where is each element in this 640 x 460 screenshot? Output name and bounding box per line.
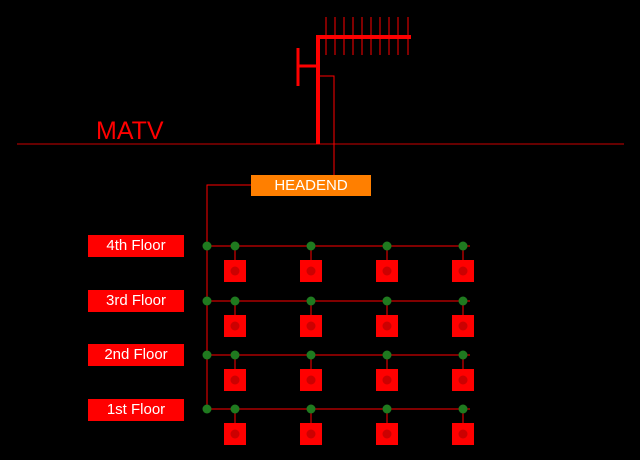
tap-node-icon — [382, 296, 392, 306]
outlet-dot — [382, 321, 392, 331]
tap-node-icon — [306, 296, 316, 306]
tap-node-icon — [458, 241, 468, 251]
tap-node-icon — [230, 404, 240, 414]
outlet-dot — [306, 429, 316, 439]
diagram-title: MATV — [96, 117, 164, 145]
tap-node-icon — [306, 241, 316, 251]
outlet-dot — [230, 375, 240, 385]
tap-node-icon — [230, 241, 240, 251]
tap-node-icon — [306, 350, 316, 360]
outlet-dot — [230, 321, 240, 331]
splitter-node-floor-3 — [202, 296, 212, 306]
floor-label-4: 4th Floor — [88, 235, 184, 257]
tap-node-icon — [306, 404, 316, 414]
tap-node-icon — [382, 404, 392, 414]
outlet-dot — [458, 321, 468, 331]
outlet-dot — [382, 266, 392, 276]
outlet-dot — [458, 266, 468, 276]
floor-label-1: 1st Floor — [88, 399, 184, 421]
outlet-dot — [230, 429, 240, 439]
floor-label-3: 3rd Floor — [88, 290, 184, 312]
outlet-dot — [382, 375, 392, 385]
outlet-dot — [458, 429, 468, 439]
tap-node-icon — [458, 404, 468, 414]
headend-box: HEADEND — [251, 175, 371, 196]
outlet-dot — [230, 266, 240, 276]
outlet-dot — [306, 266, 316, 276]
tap-node-icon — [458, 350, 468, 360]
splitter-node-floor-2 — [202, 350, 212, 360]
tap-node-icon — [382, 350, 392, 360]
splitter-node-floor-4 — [202, 241, 212, 251]
tap-node-icon — [230, 296, 240, 306]
outlet-dot — [306, 375, 316, 385]
floor-label-2: 2nd Floor — [88, 344, 184, 366]
tap-node-icon — [382, 241, 392, 251]
yagi-antenna-icon — [296, 17, 411, 175]
tap-node-icon — [458, 296, 468, 306]
outlet-dot — [458, 375, 468, 385]
trunk-cable — [206, 184, 251, 408]
tap-node-icon — [230, 350, 240, 360]
outlet-dot — [382, 429, 392, 439]
outlet-dot — [306, 321, 316, 331]
splitter-node-floor-1 — [202, 404, 212, 414]
